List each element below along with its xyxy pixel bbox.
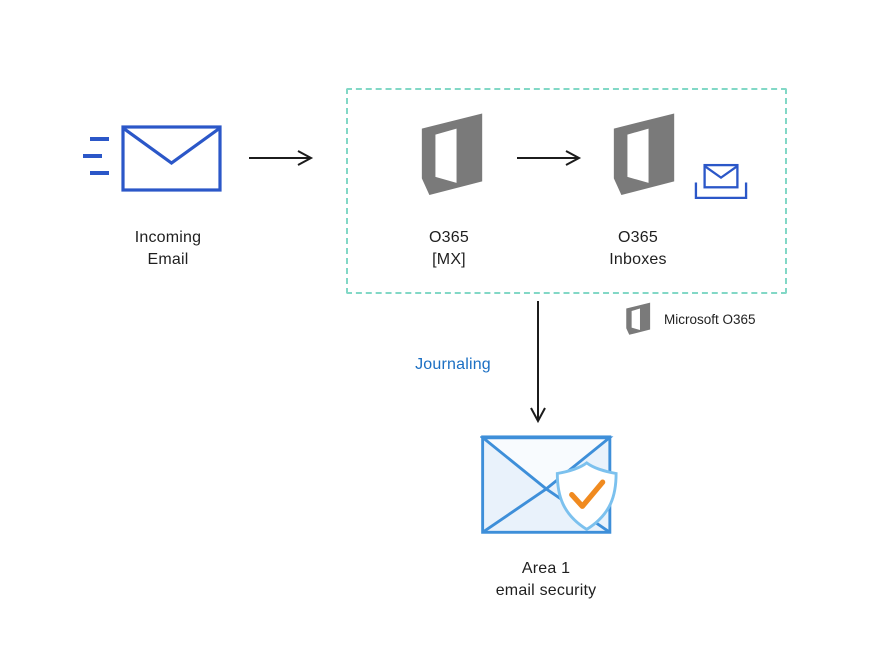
arrow-down-icon [530, 301, 546, 424]
area1-label-line2: email security [495, 582, 597, 599]
shield-check-icon [555, 461, 618, 532]
office365-logo-icon [613, 113, 675, 195]
area1-label: Area 1 email security [466, 558, 626, 602]
journaling-label: Journaling [415, 356, 491, 373]
legend-label: Microsoft O365 [664, 311, 756, 327]
o365-boundary-box [346, 88, 787, 294]
o365-inboxes-label-line2: Inboxes [609, 251, 667, 268]
microsoft-o365-legend: Microsoft O365 [622, 302, 756, 336]
incoming-email-label-line1: Incoming [134, 229, 202, 246]
o365-inboxes-label: O365 Inboxes [578, 227, 698, 271]
inbox-envelope-icon [694, 163, 748, 200]
office365-logo-icon [626, 302, 651, 335]
o365-mx-label: O365 [MX] [389, 227, 509, 271]
envelope-with-speed-lines-icon [83, 125, 222, 192]
speed-lines-icon [83, 137, 109, 175]
incoming-email-label: Incoming Email [98, 227, 238, 271]
arrow-right-icon [517, 150, 582, 166]
office365-logo-icon [421, 113, 483, 195]
envelope-shield-check-icon [480, 435, 618, 534]
area1-label-line1: Area 1 [521, 560, 571, 577]
o365-inboxes-label-line1: O365 [618, 229, 658, 246]
arrow-right-icon [249, 150, 314, 166]
o365-mx-label-line1: O365 [429, 229, 469, 246]
envelope-icon [121, 125, 222, 192]
incoming-email-label-line2: Email [147, 251, 189, 268]
o365-mx-label-line2: [MX] [432, 251, 466, 268]
